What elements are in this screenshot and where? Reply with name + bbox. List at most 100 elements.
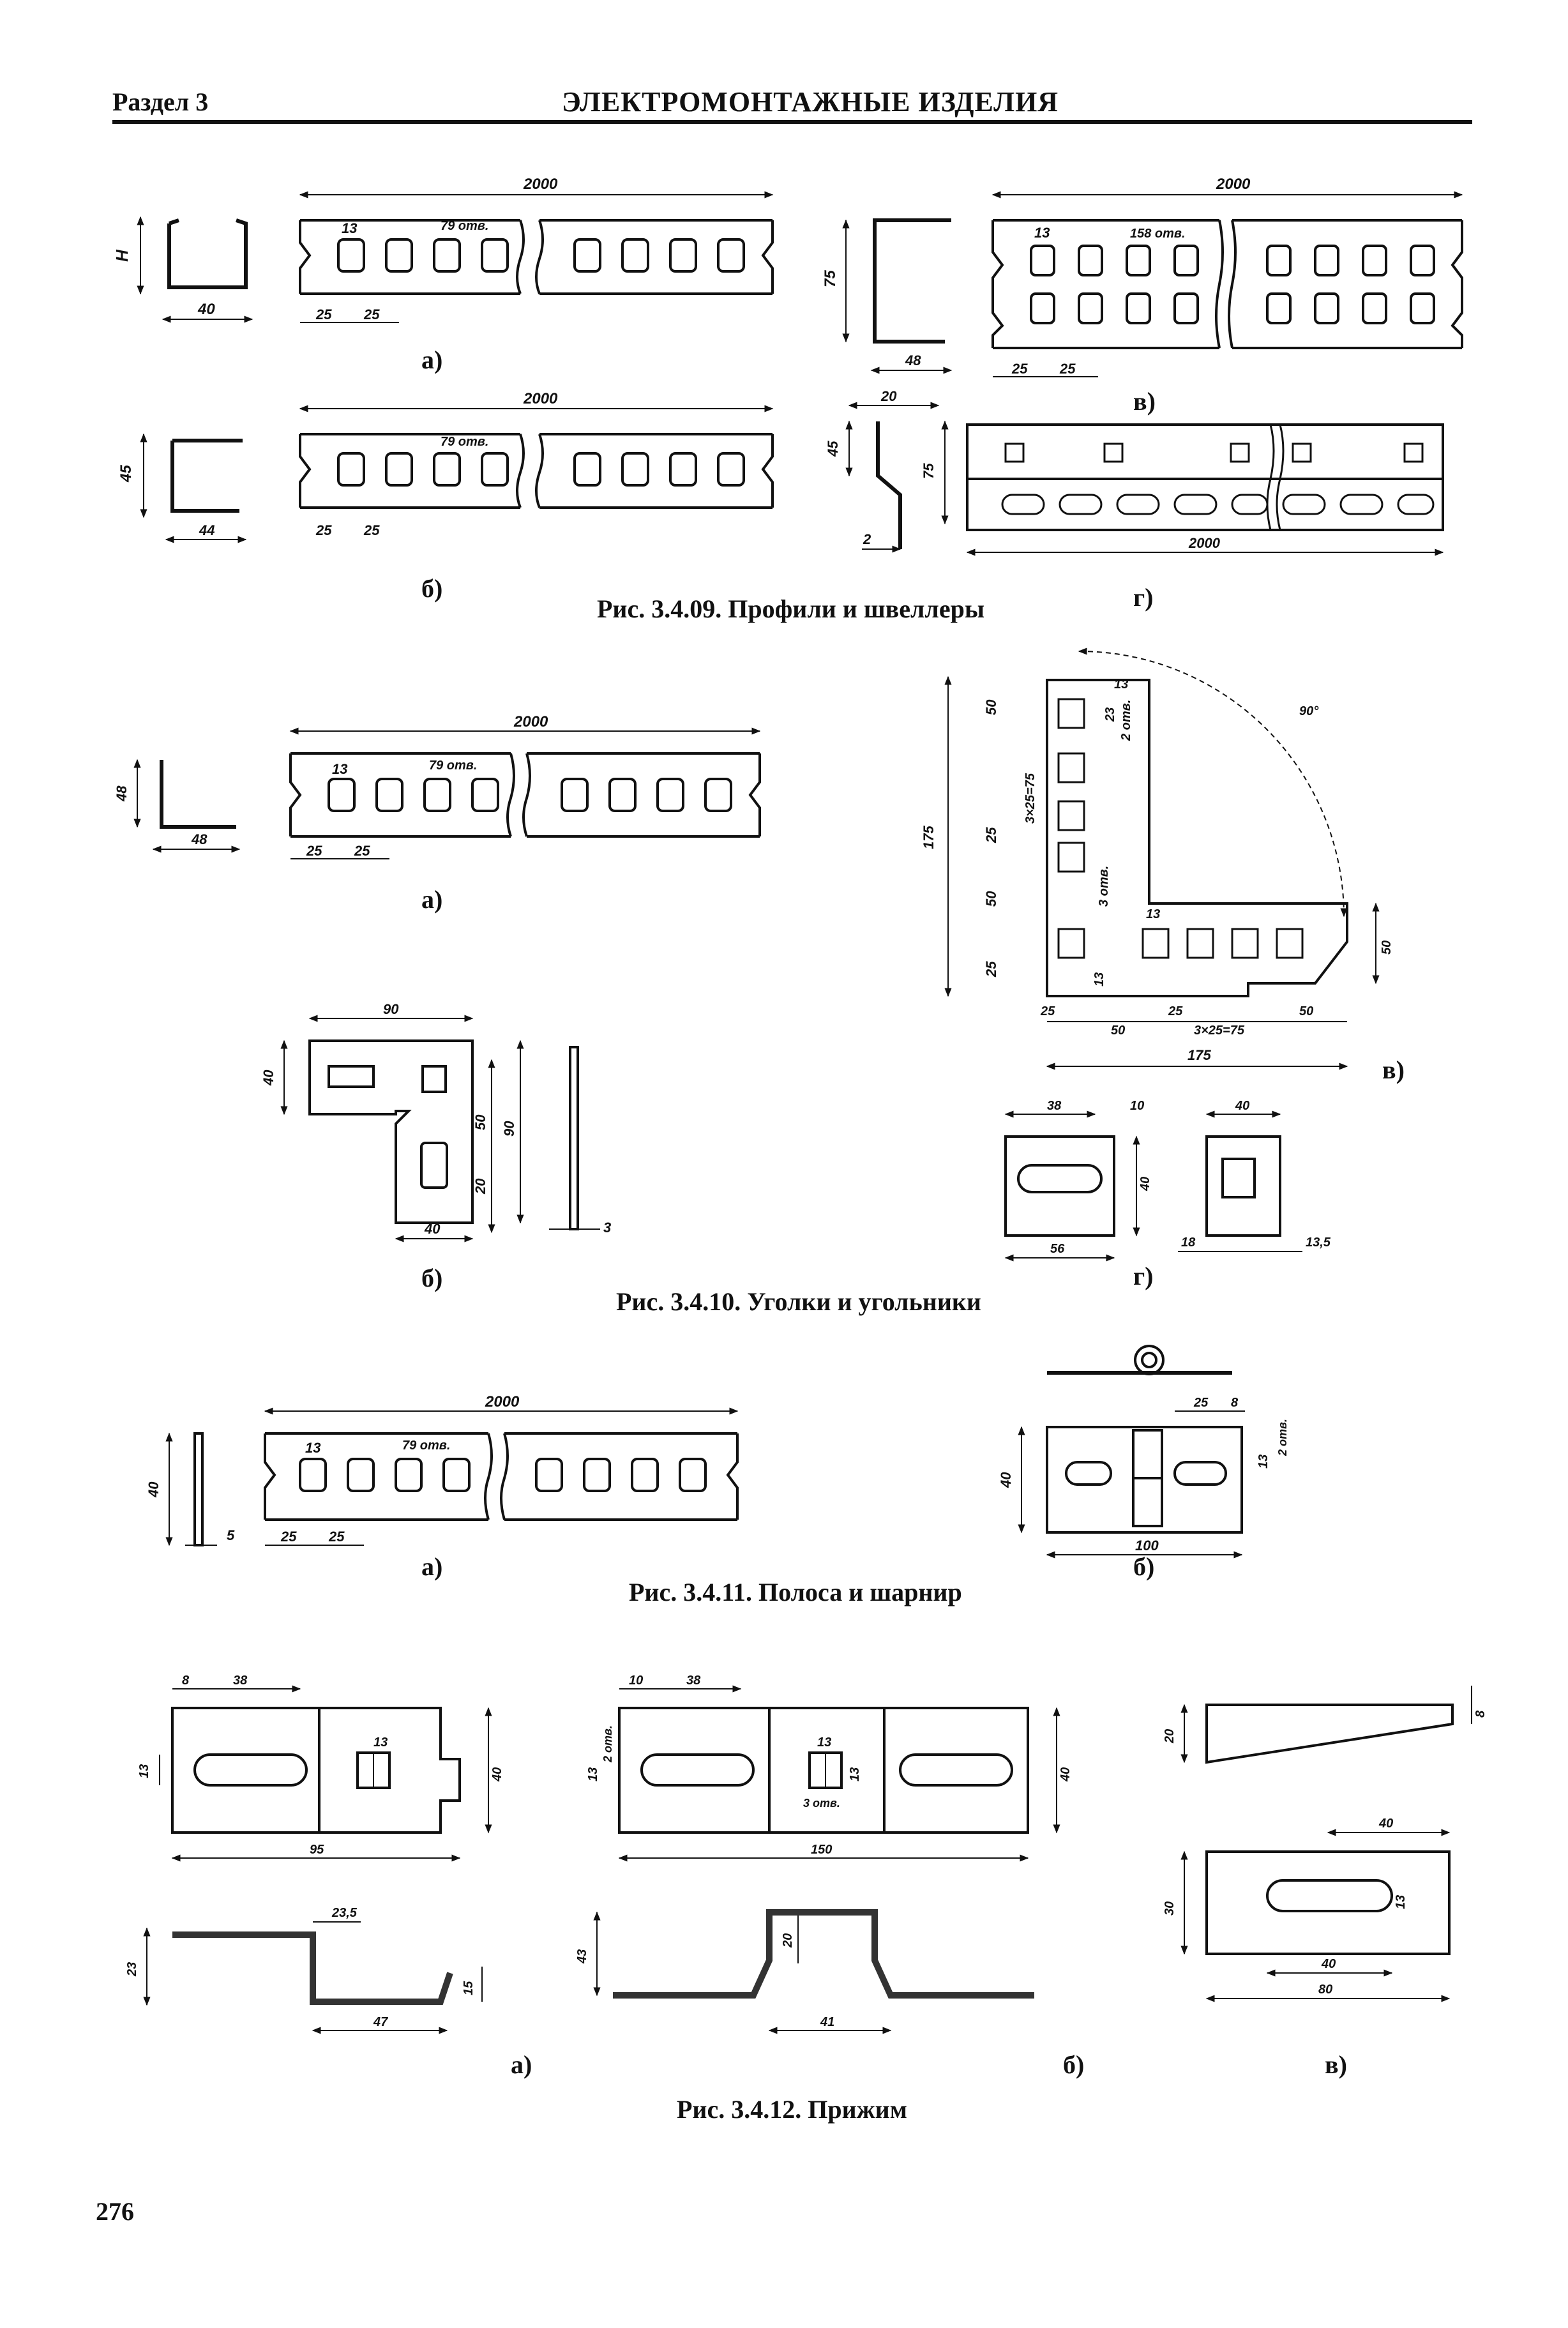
angle-v-plate: 175 175 50 50 25 25 3×25=75 3 отв. 2 отв…: [921, 647, 1394, 1070]
svg-text:50: 50: [1299, 1004, 1313, 1018]
fig10-label-v: в): [1382, 1055, 1405, 1084]
fig09-label-v: в): [1133, 387, 1156, 416]
svg-text:25: 25: [315, 306, 332, 322]
svg-text:23: 23: [1103, 707, 1117, 722]
fig09-caption: Рис. 3.4.09. Профили и швеллеры: [597, 594, 985, 623]
profile-a-section: H 40: [112, 216, 253, 323]
dim-h: H: [112, 249, 132, 262]
svg-text:25: 25: [354, 843, 370, 859]
svg-text:13: 13: [817, 1735, 831, 1750]
svg-text:158 отв.: 158 отв.: [1130, 227, 1186, 241]
svg-text:40: 40: [1321, 1957, 1336, 1971]
clamp-a: 8 38 13 13 40 95 23 23,5 15 47: [125, 1674, 504, 2034]
svg-text:13: 13: [1034, 225, 1050, 241]
svg-text:50: 50: [1380, 941, 1394, 955]
svg-text:45: 45: [117, 465, 135, 483]
svg-text:48: 48: [191, 831, 207, 847]
svg-text:100: 100: [1135, 1538, 1159, 1553]
dim-2000: 2000: [523, 176, 558, 193]
profile-b-strip: 2000 79 отв. 25 25: [299, 390, 774, 538]
svg-text:25: 25: [363, 306, 380, 322]
svg-text:13: 13: [1092, 972, 1106, 986]
svg-text:79 отв.: 79 отв.: [429, 759, 477, 773]
svg-text:13: 13: [1394, 1895, 1408, 1909]
dim-40: 40: [197, 301, 215, 318]
fig10-label-a: а): [421, 885, 443, 914]
svg-text:25: 25: [363, 522, 380, 538]
fig09-label-b: б): [421, 574, 443, 603]
svg-text:10: 10: [629, 1674, 643, 1688]
svg-text:25: 25: [280, 1529, 297, 1545]
angle-g-plates: 38 10 56 40 40 18 13,5: [1004, 1099, 1331, 1262]
clamp-b: 10 38 13 2 отв. 13 3 отв. 13 40 150 43 2…: [575, 1674, 1073, 2034]
svg-text:75: 75: [921, 463, 937, 479]
svg-text:25: 25: [328, 1529, 345, 1545]
svg-text:40: 40: [1378, 1817, 1393, 1831]
svg-text:13: 13: [305, 1440, 320, 1456]
svg-text:20: 20: [1163, 1729, 1177, 1744]
svg-text:80: 80: [1318, 1983, 1332, 1997]
svg-text:8: 8: [1474, 1710, 1488, 1718]
svg-text:50: 50: [983, 891, 999, 907]
svg-text:2000: 2000: [523, 390, 558, 407]
svg-text:45: 45: [825, 441, 841, 457]
svg-text:2 отв.: 2 отв.: [601, 1725, 614, 1763]
fig11-label-b: б): [1133, 1552, 1155, 1581]
profile-b-section: 45 44: [117, 433, 247, 543]
svg-text:175: 175: [921, 826, 937, 849]
angle-b-plate: 90 40 50 20 90 40 3: [260, 1001, 611, 1243]
svg-text:13: 13: [1114, 677, 1128, 692]
svg-text:25: 25: [1059, 361, 1076, 377]
fig12-label-b: б): [1063, 2050, 1085, 2079]
svg-text:56: 56: [1050, 1242, 1065, 1256]
svg-text:2: 2: [863, 531, 871, 547]
svg-text:90: 90: [383, 1001, 399, 1017]
svg-text:38: 38: [233, 1674, 248, 1688]
fig09-label-a: а): [421, 345, 443, 374]
svg-text:79 отв.: 79 отв.: [402, 1439, 450, 1453]
profile-v-strip: 2000 13 158 отв. 25 25: [991, 176, 1463, 377]
page-title: ЭЛЕКТРОМОНТАЖНЫЕ ИЗДЕЛИЯ: [562, 86, 1059, 117]
svg-text:38: 38: [686, 1674, 701, 1688]
svg-text:175: 175: [1187, 1047, 1211, 1063]
hinge-b: 40 100 25 8 13 2 отв.: [998, 1345, 1289, 1559]
svg-text:3 отв.: 3 отв.: [803, 1797, 840, 1810]
svg-text:38: 38: [1047, 1099, 1062, 1113]
svg-text:3×25=75: 3×25=75: [1194, 1024, 1245, 1038]
angle-a-section: 48 48: [114, 759, 241, 853]
svg-text:3: 3: [603, 1220, 611, 1236]
svg-text:79 отв.: 79 отв.: [441, 219, 488, 233]
svg-text:13: 13: [848, 1767, 862, 1781]
svg-text:40: 40: [260, 1070, 276, 1086]
svg-text:90°: 90°: [1299, 704, 1319, 718]
svg-text:23,5: 23,5: [331, 1906, 358, 1920]
svg-text:13: 13: [1256, 1455, 1270, 1469]
svg-text:8: 8: [1231, 1396, 1239, 1410]
svg-text:47: 47: [373, 2015, 388, 2029]
svg-text:48: 48: [905, 352, 921, 368]
page-number: 276: [96, 2197, 134, 2226]
fig11-label-a: а): [421, 1552, 443, 1581]
svg-text:50: 50: [1111, 1024, 1125, 1038]
fig12-label-a: а): [511, 2050, 532, 2079]
svg-text:90: 90: [501, 1121, 517, 1137]
svg-text:13: 13: [373, 1735, 388, 1750]
svg-text:8: 8: [182, 1674, 190, 1688]
svg-text:25: 25: [983, 961, 999, 978]
svg-text:50: 50: [472, 1114, 488, 1130]
svg-text:2000: 2000: [485, 1393, 520, 1410]
svg-text:40: 40: [1138, 1177, 1152, 1191]
svg-text:20: 20: [880, 388, 897, 404]
svg-text:25: 25: [1193, 1396, 1209, 1410]
svg-text:30: 30: [1163, 1901, 1177, 1916]
svg-text:25: 25: [315, 522, 332, 538]
svg-text:5: 5: [227, 1527, 235, 1543]
svg-text:15: 15: [462, 1981, 476, 1995]
svg-text:13: 13: [332, 761, 347, 777]
svg-text:20: 20: [781, 1933, 795, 1948]
svg-text:50: 50: [983, 699, 999, 715]
svg-text:2 отв.: 2 отв.: [1119, 700, 1133, 741]
svg-text:44: 44: [199, 522, 215, 538]
svg-text:2000: 2000: [513, 713, 548, 730]
svg-text:2 отв.: 2 отв.: [1276, 1419, 1289, 1456]
